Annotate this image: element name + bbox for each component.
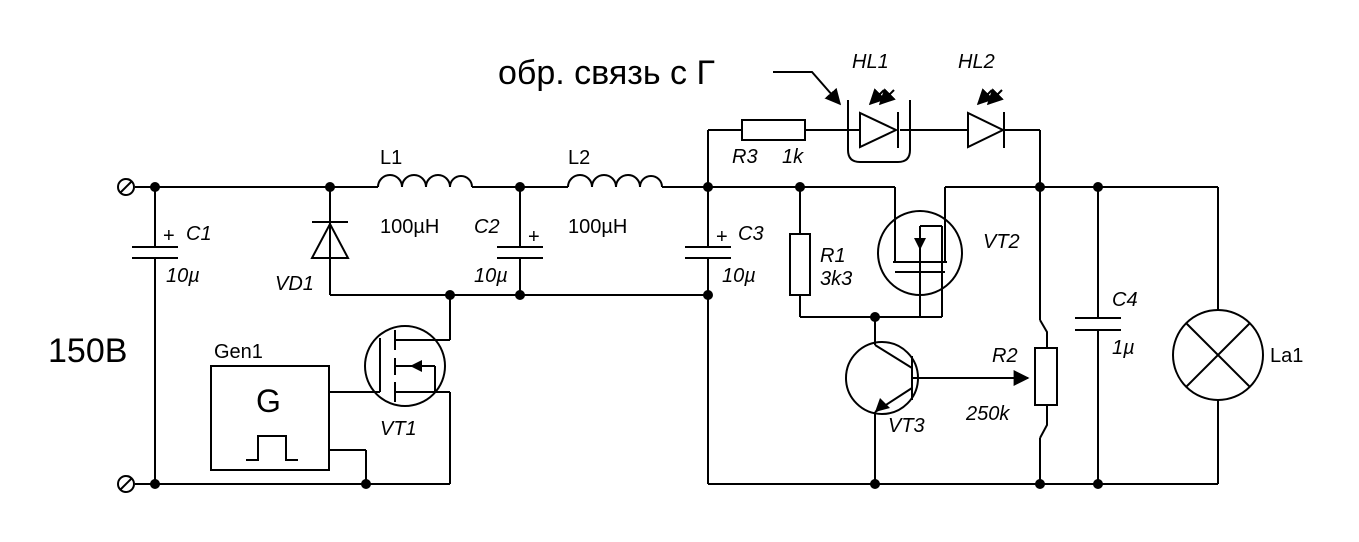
junction-dots bbox=[150, 182, 1103, 489]
inductor-l2: L2 100µH bbox=[567, 147, 663, 238]
vt2-ref: VT2 bbox=[983, 231, 1020, 253]
transistor-vt2: VT2 bbox=[877, 210, 1020, 296]
hl2-ref: HL2 bbox=[958, 51, 995, 73]
capacitor-c1: + C1 10µ bbox=[132, 223, 212, 287]
capacitor-c4: C4 1µ bbox=[1075, 289, 1138, 359]
c1-value: 10µ bbox=[166, 265, 200, 287]
vt1-ref: VT1 bbox=[380, 418, 417, 440]
r1-ref: R1 bbox=[820, 245, 846, 267]
c1-polarity: + bbox=[163, 225, 175, 247]
c2-value: 10µ bbox=[474, 265, 508, 287]
terminal-top bbox=[117, 178, 135, 196]
resistor-r2: R2 250k bbox=[965, 345, 1058, 425]
feedback-annotation: обр. связь с Г bbox=[498, 54, 842, 106]
wires bbox=[135, 129, 1219, 485]
c3-ref: C3 bbox=[738, 223, 764, 245]
r3-ref: R3 bbox=[732, 146, 758, 168]
l1-ref: L1 bbox=[380, 147, 402, 169]
r2-ref: R2 bbox=[992, 345, 1018, 367]
capacitor-c2: + C2 10µ bbox=[474, 216, 543, 287]
gen1-ref: Gen1 bbox=[214, 341, 263, 363]
c3-polarity: + bbox=[716, 226, 728, 248]
l2-value: 100µH bbox=[568, 216, 627, 238]
r1-value: 3k3 bbox=[820, 268, 852, 290]
lamp-la1: La1 bbox=[1172, 309, 1303, 401]
transistor-vt1: VT1 bbox=[364, 325, 446, 440]
c4-ref: C4 bbox=[1112, 289, 1138, 311]
capacitor-c3: + C3 10µ bbox=[685, 223, 764, 287]
c2-polarity: + bbox=[528, 226, 540, 248]
resistor-r1: R1 3k3 bbox=[789, 233, 852, 296]
led-hl1: HL1 bbox=[847, 51, 911, 163]
la1-ref: La1 bbox=[1270, 345, 1303, 367]
vd1-ref: VD1 bbox=[275, 273, 314, 295]
diode-vd1: VD1 bbox=[275, 221, 350, 295]
transistor-vt3: VT3 bbox=[845, 341, 925, 437]
c1-ref: C1 bbox=[186, 223, 212, 245]
resistor-r3: R3 1k bbox=[732, 119, 806, 168]
pulse-icon bbox=[246, 435, 298, 461]
c3-value: 10µ bbox=[722, 265, 756, 287]
inductor-l1: L1 100µH bbox=[377, 147, 473, 238]
r3-value: 1k bbox=[782, 146, 804, 168]
c4-value: 1µ bbox=[1112, 337, 1135, 359]
vt3-ref: VT3 bbox=[888, 415, 925, 437]
led-hl2: HL2 bbox=[958, 51, 1006, 149]
r2-value: 250k bbox=[965, 403, 1010, 425]
gen1-symbol: G bbox=[256, 383, 281, 419]
terminal-bottom bbox=[117, 475, 135, 493]
generator-gen1: Gen1 G bbox=[210, 341, 330, 471]
hl1-ref: HL1 bbox=[852, 51, 889, 73]
l2-ref: L2 bbox=[568, 147, 590, 169]
c2-ref: C2 bbox=[474, 216, 500, 238]
feedback-note: обр. связь с Г bbox=[498, 54, 715, 92]
supply-voltage: 150В bbox=[48, 332, 127, 370]
l1-value: 100µH bbox=[380, 216, 439, 238]
